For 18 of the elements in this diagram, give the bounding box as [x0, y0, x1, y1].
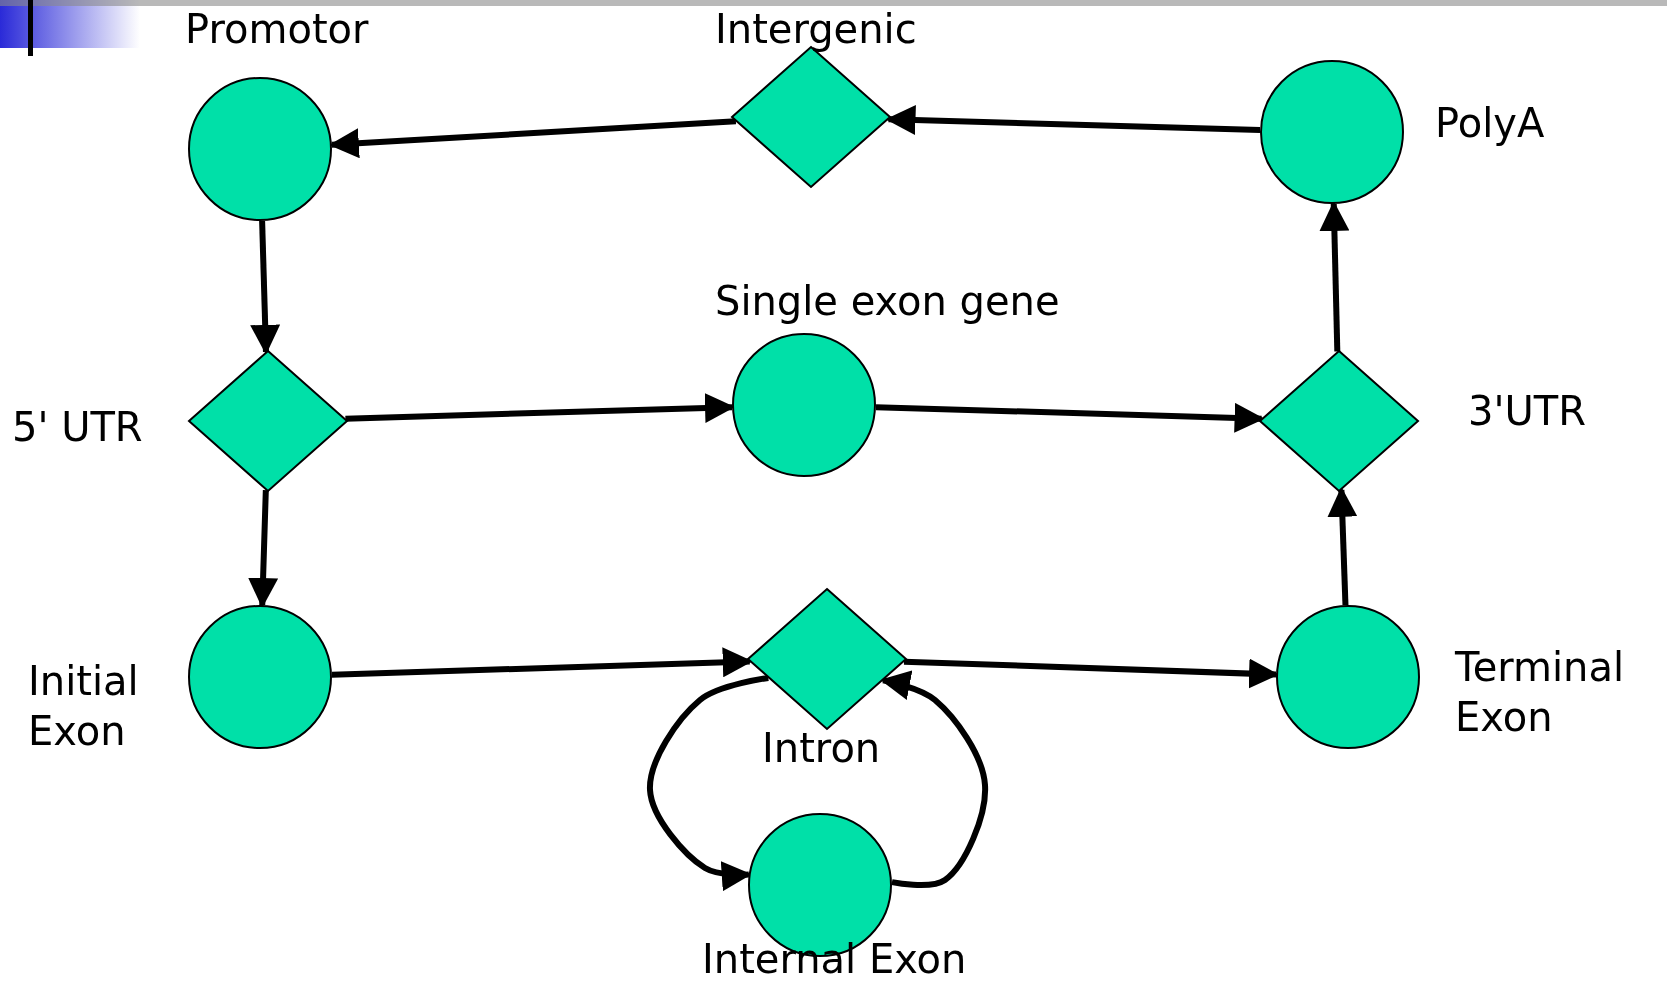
state-label: Internal Exon [702, 935, 968, 984]
arrow [880, 670, 988, 888]
arrow [1319, 201, 1350, 352]
state-label: 5' UTR [12, 403, 144, 452]
arrow [331, 647, 753, 678]
state-label: Terminal Exon [1455, 643, 1626, 742]
state-label: Intron [762, 724, 882, 773]
arrow [647, 674, 769, 891]
state-label: PolyA [1435, 99, 1546, 148]
arrow [1327, 486, 1358, 606]
arrow [250, 220, 281, 355]
state-label: Intergenic [715, 5, 918, 54]
arrow [885, 105, 1261, 135]
arrow [875, 402, 1265, 433]
state-label: Single exon gene [715, 277, 1061, 326]
state-label: 3'UTR [1468, 387, 1587, 436]
state-label: Promotor [185, 5, 370, 54]
state-label: Initial Exon [28, 657, 140, 756]
